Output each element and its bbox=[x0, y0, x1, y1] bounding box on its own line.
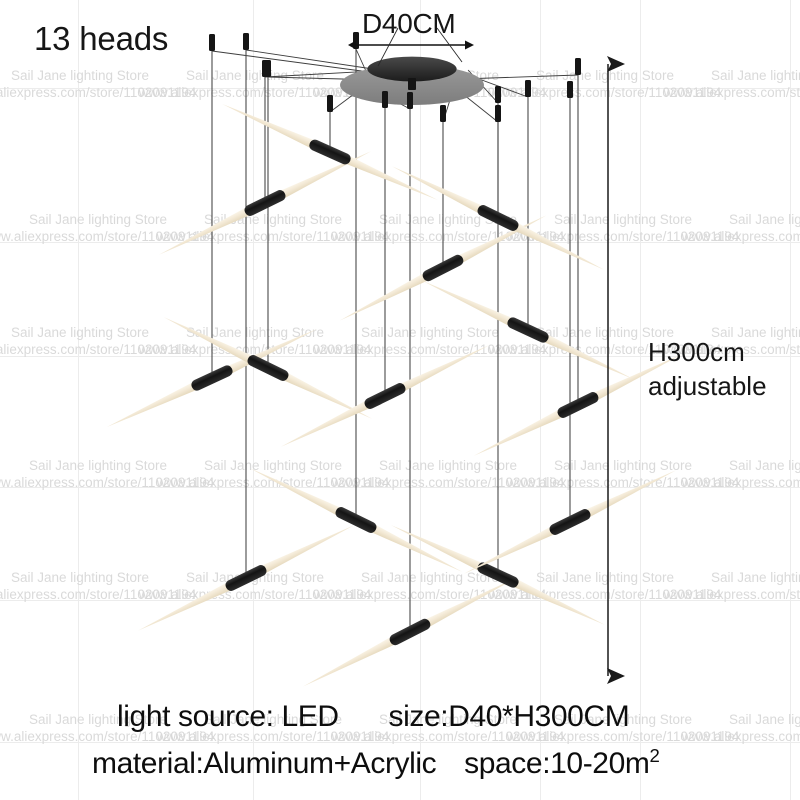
wire-top-connector bbox=[209, 34, 215, 51]
ceiling-canopy bbox=[340, 56, 484, 105]
wire-top-connector bbox=[440, 105, 446, 122]
led-center-tube bbox=[225, 565, 267, 591]
led-center-tube bbox=[244, 190, 286, 216]
diameter-dimension-label: D40CM bbox=[362, 8, 456, 39]
light-heads-group bbox=[106, 104, 683, 687]
acrylic-rod-right bbox=[276, 369, 373, 419]
wire-top-connector bbox=[327, 95, 333, 112]
led-center-tube bbox=[247, 355, 289, 381]
led-center-tube bbox=[309, 139, 351, 165]
wire-top-connector bbox=[567, 81, 573, 98]
spec-space-exponent: 2 bbox=[649, 745, 660, 766]
light-head bbox=[463, 470, 677, 574]
acrylic-rod-right bbox=[254, 525, 354, 577]
acrylic-rod-left bbox=[463, 523, 562, 574]
acrylic-rod-left bbox=[138, 579, 238, 631]
wire-top-connector bbox=[575, 58, 581, 75]
canopy-top-disc bbox=[367, 56, 457, 82]
wire-top-connector bbox=[353, 32, 359, 49]
light-head bbox=[163, 317, 373, 419]
led-center-tube bbox=[191, 365, 233, 391]
light-head bbox=[222, 104, 438, 200]
height-adjustable-text: adjustable bbox=[648, 371, 767, 402]
led-center-tube bbox=[549, 509, 591, 535]
acrylic-rod-right bbox=[364, 521, 463, 572]
canopy-leader-line bbox=[245, 49, 380, 71]
light-head bbox=[391, 166, 605, 270]
canopy-center-hub bbox=[408, 78, 416, 90]
acrylic-rod-left bbox=[391, 525, 490, 575]
acrylic-rod-right bbox=[273, 151, 372, 202]
height-value-text: H300cm bbox=[648, 337, 745, 367]
spec-size: size:D40*H300CM bbox=[388, 700, 630, 733]
heads-count-label: 13 heads bbox=[34, 20, 169, 57]
spec-space-text: space:10-20m bbox=[464, 747, 650, 780]
acrylic-rod-left bbox=[222, 104, 321, 152]
acrylic-rod-right bbox=[536, 330, 634, 380]
wire-top-connector bbox=[407, 92, 413, 109]
acrylic-rod-left bbox=[339, 269, 435, 321]
spec-row-light-source-size: light source: LED size:D40*H300CM bbox=[117, 700, 630, 734]
wire-top-connector bbox=[525, 80, 531, 97]
acrylic-rod-right bbox=[339, 152, 438, 200]
light-head bbox=[249, 468, 463, 572]
wire-top-connector bbox=[382, 91, 388, 108]
led-center-tube bbox=[477, 562, 519, 588]
acrylic-rod-right bbox=[506, 219, 605, 270]
acrylic-rod-left bbox=[158, 204, 257, 255]
spec-material: material:Aluminum+Acrylic bbox=[92, 747, 437, 780]
spec-light-source: light source: LED bbox=[117, 700, 339, 733]
light-head bbox=[138, 525, 354, 631]
light-head bbox=[280, 345, 490, 447]
acrylic-rod-right bbox=[506, 575, 605, 625]
diameter-leader-right bbox=[436, 27, 463, 63]
wire-top-connector bbox=[495, 86, 501, 103]
led-center-tube bbox=[507, 317, 549, 343]
acrylic-rod-right bbox=[393, 345, 490, 395]
height-dimension-label: H300cm adjustable bbox=[648, 335, 788, 404]
led-center-tube bbox=[477, 205, 519, 231]
light-head bbox=[106, 328, 318, 428]
led-center-tube bbox=[422, 254, 464, 282]
spec-space: space:10-20m2 bbox=[464, 745, 660, 780]
acrylic-rod-left bbox=[391, 166, 490, 217]
wire-top-connector bbox=[495, 105, 501, 122]
acrylic-rod-left bbox=[106, 378, 204, 428]
acrylic-rod-left bbox=[163, 317, 260, 367]
acrylic-rod-left bbox=[249, 468, 348, 519]
diameter-leader-left bbox=[377, 27, 399, 67]
spec-row-material-space: material:Aluminum+Acrylic space:10-20m2 bbox=[92, 745, 660, 781]
led-center-tube bbox=[557, 392, 599, 418]
acrylic-rod-left bbox=[473, 406, 570, 456]
acrylic-rod-left bbox=[303, 633, 402, 687]
acrylic-rod-right bbox=[220, 328, 318, 378]
acrylic-rod-left bbox=[280, 397, 377, 447]
acrylic-rod-right bbox=[418, 577, 517, 631]
wire-top-connector bbox=[265, 60, 271, 77]
wire-top-connector bbox=[243, 33, 249, 50]
led-center-tube bbox=[335, 507, 377, 533]
led-center-tube bbox=[364, 383, 406, 409]
acrylic-rod-right bbox=[578, 470, 677, 521]
dimension-lines bbox=[348, 27, 625, 684]
acrylic-rod-left bbox=[422, 280, 520, 330]
